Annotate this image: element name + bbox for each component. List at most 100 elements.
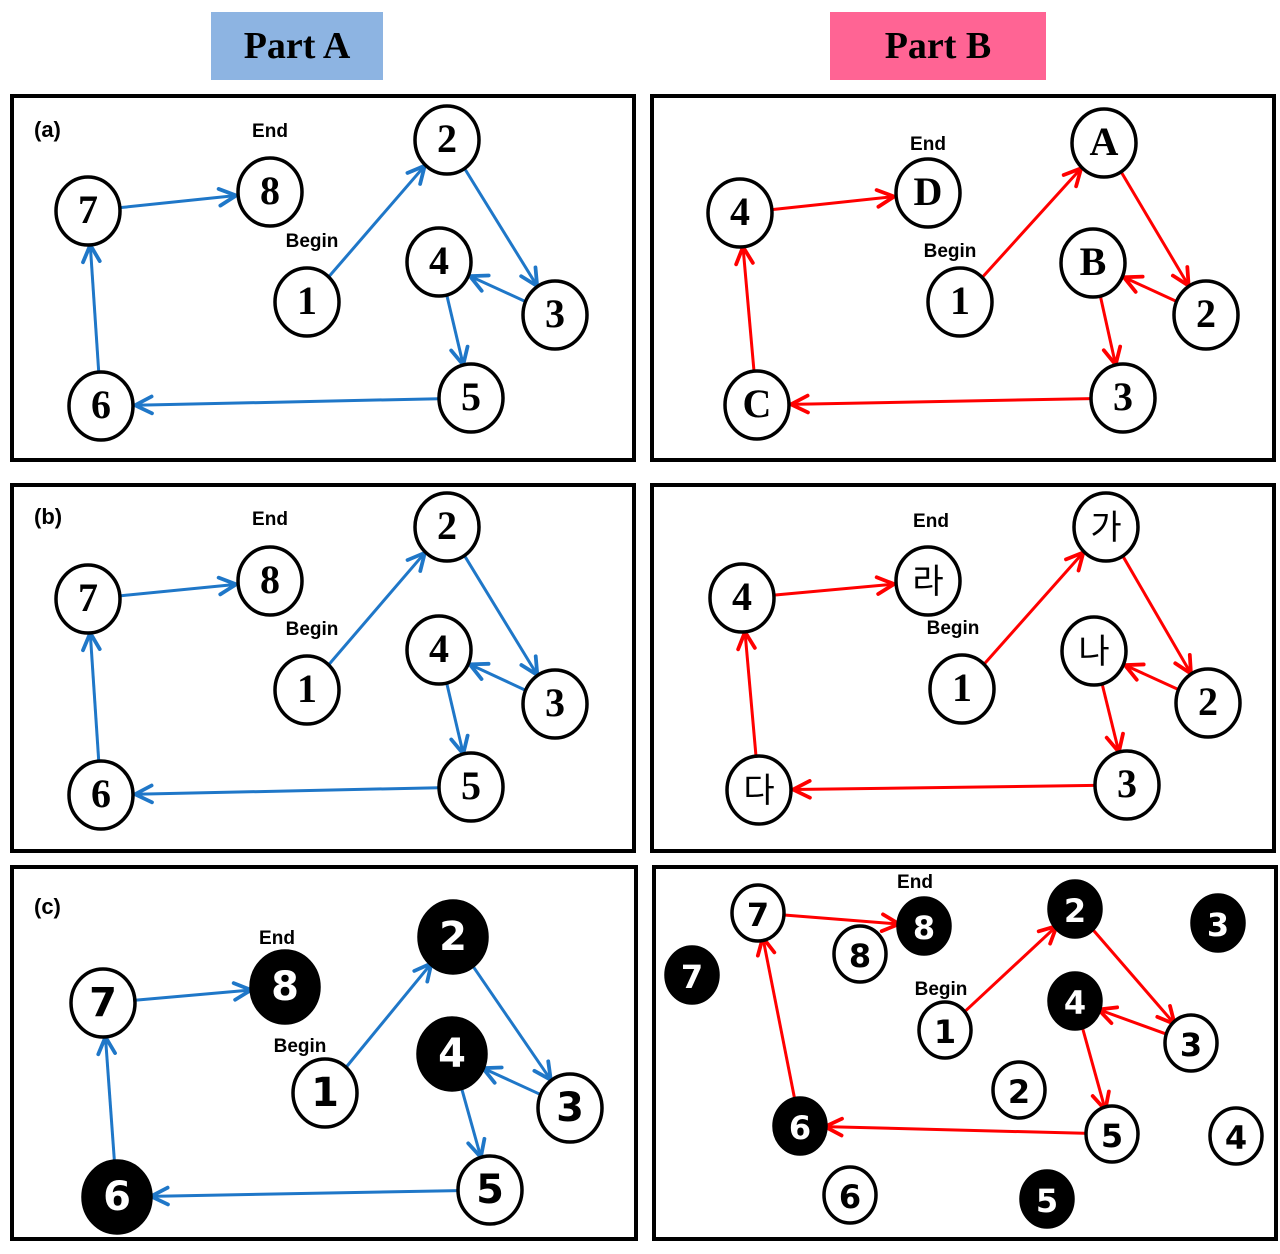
- node-circle: [273, 266, 341, 338]
- node-circle: [1163, 1013, 1219, 1073]
- end-label: End: [897, 872, 933, 893]
- node: 6: [772, 1096, 828, 1156]
- node: 1: [928, 653, 996, 725]
- edge-5-to-6: [825, 1127, 1090, 1134]
- end-label: End: [252, 509, 288, 530]
- begin-label: Begin: [915, 979, 968, 1000]
- node-circle: [67, 759, 135, 831]
- node: 8: [236, 156, 304, 228]
- node-label: 4: [732, 574, 752, 619]
- node-label: 5: [461, 763, 481, 808]
- edge-4-to-5: [1079, 1022, 1105, 1110]
- edge-7-to-8: [771, 197, 894, 212]
- part-b-header: Part B: [830, 12, 1046, 80]
- node: 2: [991, 1060, 1047, 1120]
- edge-5-to-6: [135, 788, 440, 795]
- end-label: End: [913, 511, 949, 532]
- edge-1-to-2: [344, 963, 431, 1070]
- node-circle: [991, 1060, 1047, 1120]
- node: 6: [67, 759, 135, 831]
- node-circle: [1208, 1106, 1264, 1166]
- node-circle: [54, 563, 122, 635]
- node-label: 2: [437, 503, 457, 548]
- edge-4-to-5: [1100, 681, 1119, 752]
- node-circle: [81, 1159, 153, 1235]
- panel-tag: (a): [34, 117, 61, 142]
- edge-4-to-5: [1098, 293, 1116, 365]
- begin-label: Begin: [274, 1036, 327, 1057]
- node-circle: [928, 653, 996, 725]
- node-label: 4: [1064, 984, 1086, 1022]
- node-label: 8: [913, 909, 935, 947]
- node-circle: [1059, 227, 1127, 299]
- node-circle: [1190, 893, 1246, 953]
- node: 2: [417, 899, 489, 975]
- node-label: 7: [681, 958, 703, 996]
- node-label: 1: [950, 278, 970, 323]
- node-label: D: [914, 169, 943, 214]
- node: 5: [437, 751, 505, 823]
- node: 5: [1084, 1104, 1140, 1164]
- node-circle: [822, 1165, 878, 1225]
- node: 2: [1172, 279, 1240, 351]
- edge-1-to-2: [960, 926, 1057, 1016]
- edge-2-to-3: [469, 962, 551, 1080]
- node: 4: [708, 562, 776, 634]
- edge-3-to-4: [1125, 665, 1180, 692]
- edge-6-to-7: [743, 247, 756, 374]
- node: 5: [437, 362, 505, 434]
- node-label: 가: [1090, 508, 1121, 548]
- node: 2: [413, 104, 481, 176]
- node-label: 나: [1078, 632, 1109, 672]
- node-circle: [1060, 615, 1128, 687]
- edge-6-to-7: [90, 245, 99, 375]
- node: 3: [521, 279, 589, 351]
- edge-7-to-8: [780, 915, 899, 924]
- node-label: 7: [78, 187, 98, 232]
- node-label: 6: [91, 771, 111, 816]
- node-circle: [405, 226, 473, 298]
- node: 2: [413, 491, 481, 563]
- node-label: 8: [260, 557, 280, 602]
- node: B: [1059, 227, 1127, 299]
- node: 3: [1093, 749, 1161, 821]
- node-label: 2: [439, 914, 467, 960]
- node-label: 5: [461, 374, 481, 419]
- node-circle: [249, 949, 321, 1025]
- node-label: 2: [1196, 291, 1216, 336]
- node: 7: [69, 967, 137, 1039]
- edge-5-to-6: [791, 399, 1092, 405]
- panel-tag: (c): [34, 894, 61, 919]
- node-circle: [521, 279, 589, 351]
- node-label: 3: [556, 1085, 584, 1131]
- edge-3-to-4: [1099, 1010, 1170, 1037]
- edge-3-to-4: [470, 276, 527, 304]
- edge-1-to-2: [326, 553, 425, 667]
- part-a-header: Part A: [211, 12, 383, 80]
- begin-label: Begin: [286, 619, 339, 640]
- end-label: End: [910, 134, 946, 155]
- node-label: 2: [437, 116, 457, 161]
- node-label: 2: [1064, 892, 1086, 930]
- edge-5-to-6: [793, 785, 1096, 789]
- node: 2: [1174, 667, 1242, 739]
- node-label: 7: [78, 575, 98, 620]
- edge-6-to-7: [745, 632, 758, 759]
- node-label: A: [1090, 119, 1119, 164]
- node: 6: [822, 1165, 878, 1225]
- edge-6-to-7: [105, 1037, 114, 1166]
- node-circle: [772, 1096, 828, 1156]
- node-label: C: [743, 381, 772, 426]
- edge-2-to-3: [1119, 169, 1188, 286]
- node: 4: [405, 614, 473, 686]
- edge-7-to-8: [134, 990, 251, 1000]
- edge-5-to-6: [135, 399, 440, 406]
- node-label: 1: [934, 1013, 956, 1051]
- end-label: End: [252, 121, 288, 142]
- node-label: 2: [1008, 1073, 1030, 1111]
- node-label: 6: [103, 1174, 131, 1220]
- node-circle: [832, 924, 888, 984]
- node: 3: [521, 668, 589, 740]
- node-label: 4: [438, 1031, 466, 1077]
